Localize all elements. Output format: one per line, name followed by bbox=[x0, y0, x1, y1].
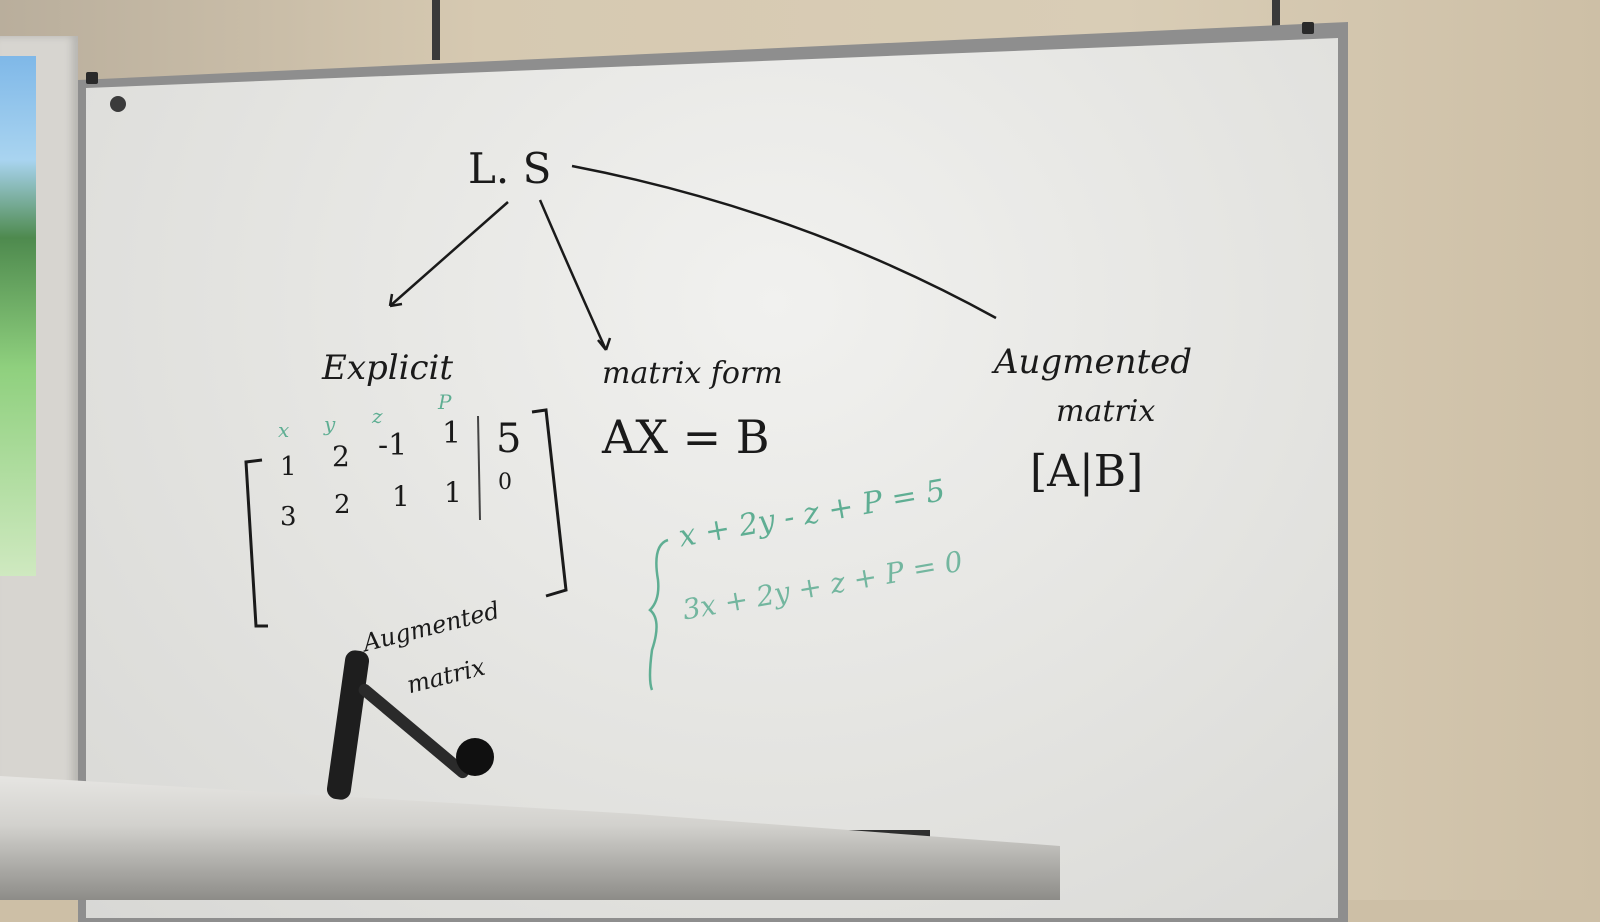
augmented-divider bbox=[477, 415, 481, 521]
board-corner-top-right bbox=[1302, 22, 1314, 34]
system-brace bbox=[648, 538, 669, 691]
matrix-var-p: P bbox=[438, 390, 452, 414]
matrix-r2-c5: 0 bbox=[498, 470, 512, 495]
matrix-r2-c4: 1 bbox=[444, 476, 462, 509]
matrix-r2-c1: 3 bbox=[280, 502, 297, 532]
matrix-right-bracket bbox=[531, 408, 568, 598]
matrix-r1-c2: 2 bbox=[332, 440, 350, 473]
matrix-var-y: y bbox=[324, 412, 336, 436]
projector-screen bbox=[0, 56, 36, 576]
board-corner-top-left bbox=[86, 72, 98, 84]
explicit-label: Explicit bbox=[322, 348, 454, 388]
root-label: L. S bbox=[468, 144, 552, 193]
matrix-r1-c4: 1 bbox=[442, 416, 462, 451]
matrix-r2-c3: 1 bbox=[392, 480, 410, 513]
matrix-r1-c1: 1 bbox=[280, 452, 297, 482]
matrix-r2-c2: 2 bbox=[334, 490, 351, 520]
matrix-left-bracket bbox=[244, 458, 268, 628]
whiteboard-surface bbox=[86, 38, 1338, 918]
line-to-augmented bbox=[571, 164, 997, 320]
augmented-notation: [A|B] bbox=[1030, 446, 1144, 497]
microphone-head bbox=[456, 738, 494, 776]
augmented-label-line2: matrix bbox=[1056, 394, 1156, 429]
matrix-r1-c5: 5 bbox=[496, 416, 522, 462]
arrow-to-matrix-form bbox=[538, 199, 612, 351]
whiteboard-drawing bbox=[244, 164, 997, 691]
matrix-form-label: matrix form bbox=[602, 356, 783, 391]
board-magnet bbox=[110, 96, 126, 112]
augmented-label-line1: Augmented bbox=[994, 342, 1193, 382]
matrix-var-x: x bbox=[278, 418, 290, 442]
projector-screen-frame bbox=[0, 36, 78, 866]
wall-seam-left bbox=[432, 0, 440, 60]
matrix-r1-c3: -1 bbox=[378, 428, 408, 463]
matrix-var-z: z bbox=[372, 404, 383, 428]
arrow-to-explicit bbox=[388, 201, 509, 308]
matrix-equation: AX = B bbox=[602, 410, 770, 464]
